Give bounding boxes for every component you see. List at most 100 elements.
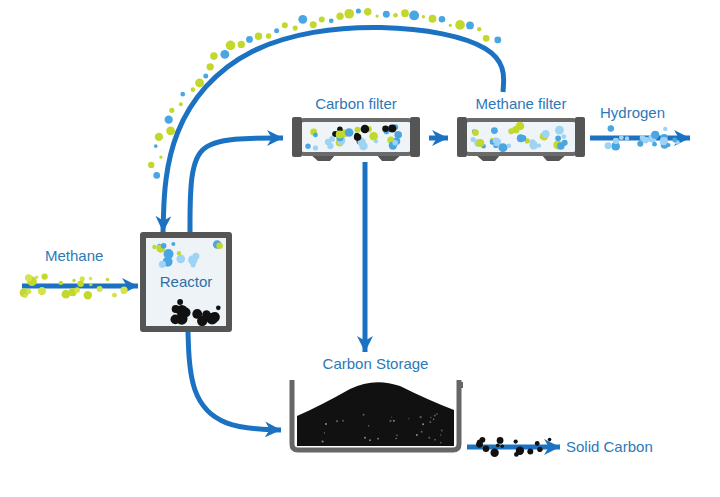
particle-dot — [490, 449, 498, 457]
flow-arrow — [188, 332, 281, 430]
particle-dot — [72, 279, 75, 282]
particle-dot — [434, 415, 436, 417]
node-heading: Methane filter — [448, 92, 594, 114]
particle-dot — [396, 434, 398, 436]
particle-dot — [420, 416, 422, 418]
particle-dot — [476, 139, 484, 147]
particle-dot — [557, 142, 564, 149]
filter-cylinder — [290, 114, 422, 162]
particle-dot — [672, 137, 677, 142]
stream-label: Methane — [45, 247, 103, 265]
particle-dot — [512, 126, 519, 133]
particle-dot — [483, 445, 489, 451]
particle-dot — [97, 286, 103, 292]
particle-dot — [324, 432, 325, 433]
particle-dot — [619, 135, 624, 140]
particle-dot — [77, 281, 83, 287]
particle-dot — [408, 418, 409, 419]
stream-label: Hydrogen — [600, 104, 665, 122]
particle-dot — [542, 130, 550, 138]
particle-dot — [477, 439, 483, 445]
particle-dot — [429, 421, 431, 423]
particle-dot — [529, 141, 538, 150]
particle-dot — [391, 416, 392, 417]
particle-dot — [266, 33, 272, 39]
particle-dot — [59, 281, 63, 285]
particle-dot — [392, 140, 397, 145]
particle-dot — [177, 299, 183, 305]
filter-cap — [575, 117, 585, 157]
particle-dot — [62, 290, 71, 299]
particle-dot — [155, 133, 163, 141]
particle-dot — [409, 10, 419, 20]
particle-dot — [527, 449, 533, 455]
particle-dot — [176, 305, 188, 317]
filter-cap — [292, 117, 302, 157]
particle-dot — [394, 131, 402, 139]
filter-node: Methane filter — [448, 92, 594, 162]
particle-dot — [154, 144, 158, 148]
particle-dot — [642, 137, 649, 144]
particle-dot — [313, 133, 318, 138]
particle-dot — [625, 136, 629, 140]
particle-dot — [514, 452, 519, 457]
node-heading: Carbon Storage — [281, 352, 470, 374]
particle-dot — [364, 437, 366, 439]
particle-dot — [179, 102, 183, 106]
particle-dot — [206, 313, 218, 325]
particle-dot — [38, 287, 46, 295]
particle-dot — [382, 125, 389, 132]
particle-dot — [170, 315, 180, 325]
particle-dot — [439, 16, 446, 23]
particle-dot — [421, 431, 423, 433]
particle-dot — [180, 92, 185, 97]
particle-dot — [455, 20, 465, 30]
particle-dot — [441, 429, 443, 431]
particle-dot — [393, 13, 398, 18]
particle-dot — [148, 162, 154, 168]
particle-dot — [377, 438, 379, 440]
particle-dot — [342, 420, 344, 422]
particle-dot — [293, 26, 298, 31]
particle-dot — [388, 124, 396, 132]
particle-dot — [605, 142, 612, 149]
bin-tab — [459, 382, 463, 388]
reactor-box: Reactor — [140, 232, 232, 332]
particle-dot — [310, 21, 317, 28]
particle-dot — [651, 131, 659, 139]
particle-dot — [433, 418, 434, 419]
particle-dot — [325, 423, 327, 425]
particle-dot — [197, 316, 207, 326]
particle-dot — [319, 16, 325, 22]
particle-dot — [494, 37, 501, 44]
particle-dot — [255, 32, 262, 39]
particle-dot — [430, 417, 432, 419]
particle-dot — [537, 448, 541, 452]
particle-dot — [159, 261, 166, 268]
particle-dot — [449, 24, 452, 27]
particle-dot — [375, 14, 378, 17]
particle-dot — [327, 143, 333, 149]
particle-dot — [26, 289, 31, 294]
particle-dot — [354, 127, 360, 133]
particle-dot — [89, 283, 92, 286]
particle-dot — [613, 138, 619, 144]
flow-arrow — [163, 27, 504, 232]
particle-dot — [191, 262, 196, 267]
particle-dot — [25, 274, 32, 281]
particle-dot — [422, 15, 425, 18]
particle-dot — [195, 79, 204, 88]
particle-dot — [41, 273, 47, 279]
particle-dot — [652, 142, 657, 147]
particle-dot — [608, 125, 614, 131]
particle-dot — [436, 413, 437, 414]
particle-dot — [514, 439, 518, 443]
particle-dot — [498, 143, 507, 152]
particle-dot — [171, 242, 175, 246]
particle-dot — [344, 9, 354, 19]
filter-cap — [410, 117, 420, 157]
particle-dot — [210, 52, 218, 60]
particle-dot — [356, 8, 361, 13]
particle-dot — [161, 243, 167, 249]
node-label: Reactor — [160, 273, 213, 291]
